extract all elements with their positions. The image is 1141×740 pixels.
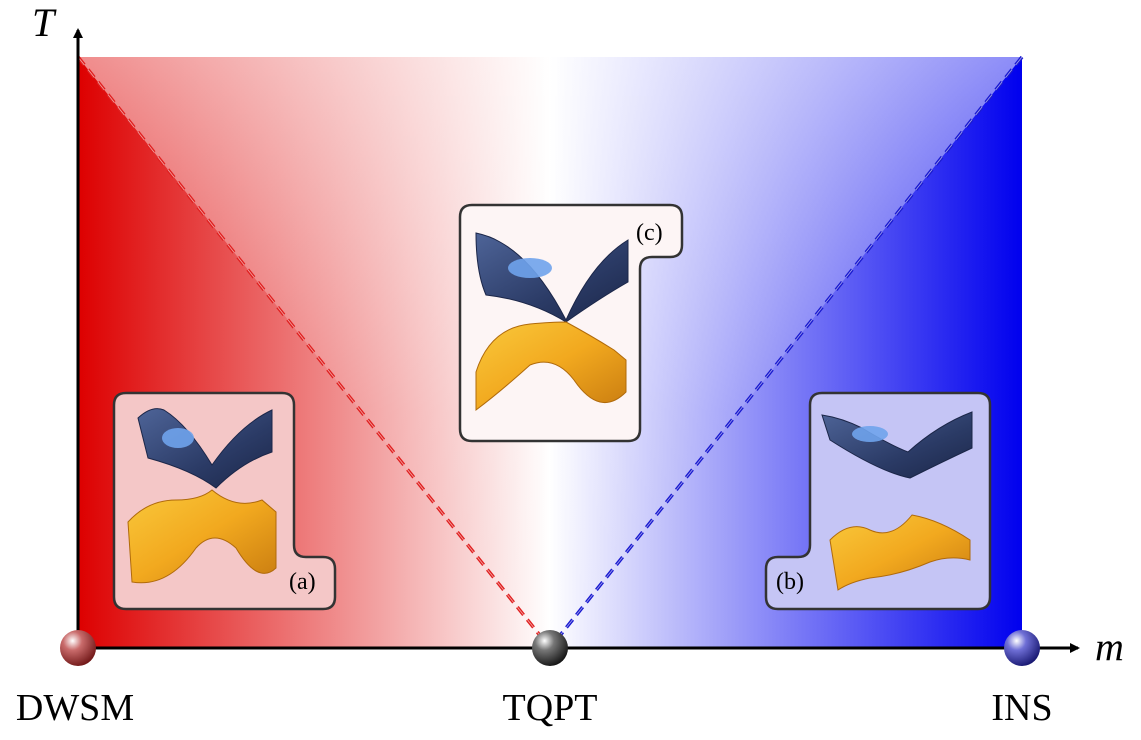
blue-crossover-line-highlight (549, 56, 1023, 649)
inset-b: (b) (764, 391, 992, 611)
band-structure-a (127, 408, 277, 584)
inset-c-tag: (c) (636, 220, 663, 246)
red-crossover-line-highlight (77, 56, 551, 649)
tqpt-point (532, 630, 568, 666)
ins-label: INS (991, 687, 1052, 729)
inset-a: (a) (112, 391, 337, 611)
tqpt-label: TQPT (503, 687, 598, 729)
ins-point (1004, 630, 1040, 666)
band-structure-b (821, 411, 973, 591)
x-axis-label: m (1095, 624, 1124, 669)
y-axis-label: T (32, 0, 57, 45)
dwsm-point (60, 630, 96, 666)
inset-a-tag: (a) (289, 569, 316, 595)
dwsm-label: DWSM (16, 687, 134, 729)
band-structure-c (475, 232, 629, 412)
inset-c: (c) (458, 203, 684, 443)
inset-b-tag: (b) (776, 569, 804, 595)
